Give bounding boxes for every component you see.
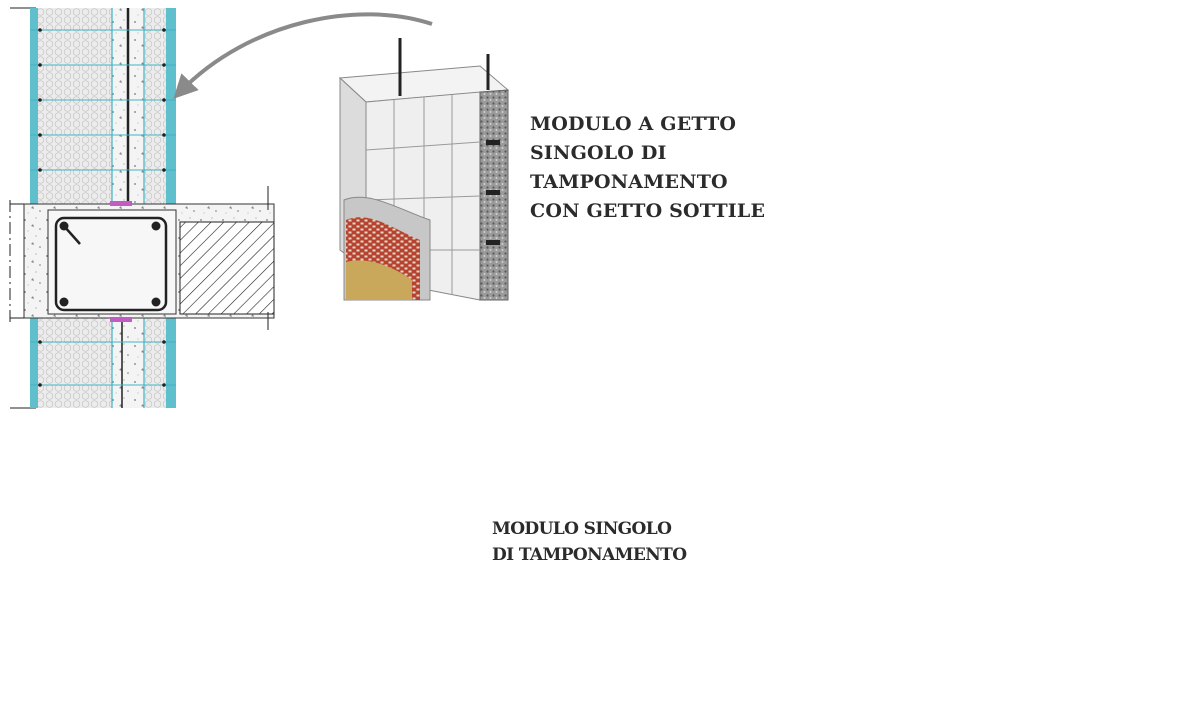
thin-cast-module-label: MODULO A GETTO SINGOLO DI TAMPONAMENTO C…	[530, 110, 765, 226]
thin-cast-module-render	[338, 38, 510, 301]
label-line: SINGOLO DI	[530, 142, 667, 164]
label-line: MODULO A GETTO	[530, 113, 737, 135]
label-line: TAMPONAMENTO	[530, 171, 728, 193]
single-module-label: MODULO SINGOLO DI TAMPONAMENTO	[492, 516, 687, 568]
arrow-top	[173, 12, 433, 99]
label-line: MODULO SINGOLO	[492, 519, 672, 539]
label-line: DI TAMPONAMENTO	[492, 545, 687, 565]
label-line: CON GETTO SOTTILE	[530, 200, 766, 222]
left-section-drawing	[9, 7, 275, 409]
